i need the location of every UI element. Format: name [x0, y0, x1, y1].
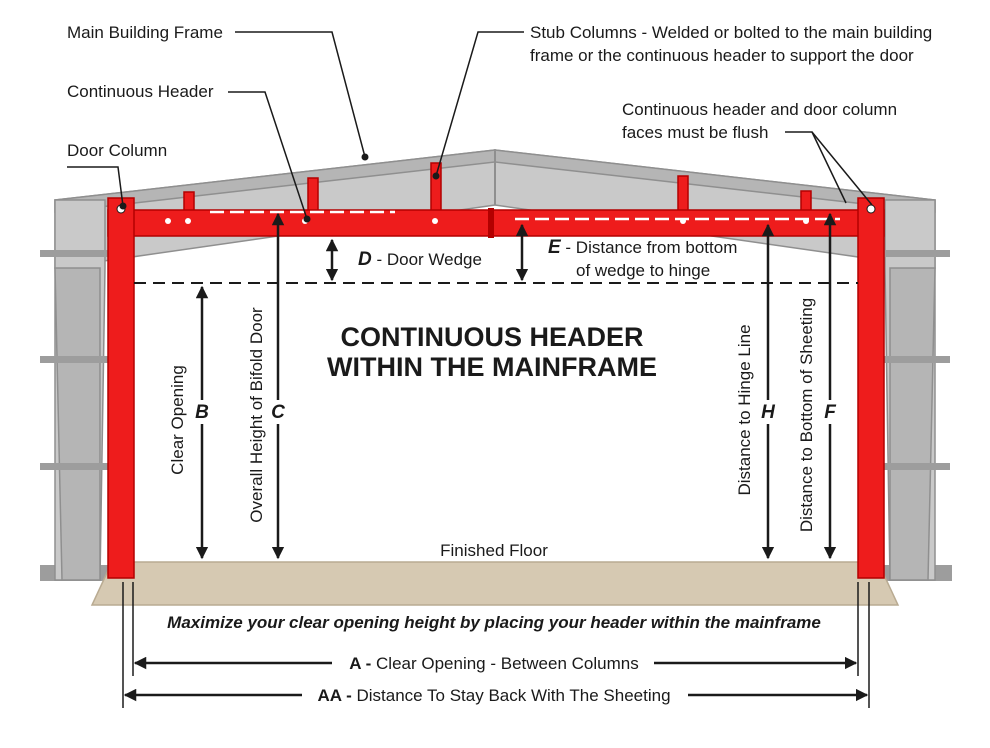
dimension-e-wedge-to-hinge: E - Distance from bottom of wedge to hin… — [515, 223, 737, 282]
dimension-f-bottom-of-sheeting: F Distance to Bottom of Sheeting — [797, 212, 842, 560]
svg-text:Distance to Hinge Line: Distance to Hinge Line — [735, 324, 754, 495]
svg-text:faces must be flush: faces must be flush — [622, 123, 768, 142]
extension-lines — [122, 582, 870, 708]
svg-text:of wedge to hinge: of wedge to hinge — [576, 261, 710, 280]
dimension-h-hinge-line: H Distance to Hinge Line — [735, 223, 780, 560]
callout-main-building-frame: Main Building Frame — [67, 23, 369, 161]
finished-floor-slab — [40, 561, 952, 606]
callout-flush-faces: Continuous header and door column faces … — [622, 100, 897, 206]
svg-text:AA - Distance To Stay Back Wit: AA - Distance To Stay Back With The Shee… — [317, 686, 670, 705]
svg-text:Continuous Header: Continuous Header — [67, 82, 214, 101]
door-columns — [107, 197, 885, 579]
dimension-aa-sheeting-stay-back: AA - Distance To Stay Back With The Shee… — [123, 686, 869, 705]
svg-text:F: F — [824, 402, 837, 423]
main-building-frame — [40, 149, 950, 581]
dimension-d-door-wedge: D - Door Wedge — [325, 238, 482, 282]
dimension-a-clear-opening-between-columns: A - Clear Opening - Between Columns — [133, 654, 858, 673]
svg-text:Main Building Frame: Main Building Frame — [67, 23, 223, 42]
callout-continuous-header: Continuous Header — [67, 82, 311, 223]
dimension-b-clear-opening: B Clear Opening — [168, 285, 214, 560]
svg-text:H: H — [761, 402, 776, 423]
svg-text:Distance to Bottom of Sheeting: Distance to Bottom of Sheeting — [797, 298, 816, 532]
svg-text:Continuous header and door col: Continuous header and door column — [622, 100, 897, 119]
dimension-c-overall-height: C Overall Height of Bifold Door — [247, 212, 290, 560]
svg-text:Stub Columns - Welded or bolte: Stub Columns - Welded or bolted to the m… — [530, 23, 932, 42]
svg-text:B: B — [195, 402, 209, 423]
svg-text:E - Distance from bottom: E - Distance from bottom — [548, 237, 737, 258]
bottom-note: Maximize your clear opening height by pl… — [167, 613, 821, 632]
stub-columns — [183, 162, 812, 213]
svg-text:Clear Opening: Clear Opening — [168, 365, 187, 475]
svg-text:C: C — [271, 402, 285, 423]
callout-door-column: Door Column — [67, 141, 167, 210]
diagram-title-line-1: CONTINUOUS HEADER — [340, 322, 643, 352]
svg-text:Overall Height of Bifold Door: Overall Height of Bifold Door — [247, 307, 266, 523]
svg-text:Door Column: Door Column — [67, 141, 167, 160]
svg-text:A - Clear Opening - Between Co: A - Clear Opening - Between Columns — [349, 654, 638, 673]
finished-floor-label: Finished Floor — [440, 541, 548, 560]
svg-text:D - Door Wedge: D - Door Wedge — [358, 249, 482, 270]
continuous-header — [107, 208, 885, 238]
svg-text:frame or the continuous header: frame or the continuous header to suppor… — [530, 46, 914, 65]
diagram-title-line-2: WITHIN THE MAINFRAME — [327, 352, 657, 382]
callout-stub-columns: Stub Columns - Welded or bolted to the m… — [432, 23, 932, 180]
